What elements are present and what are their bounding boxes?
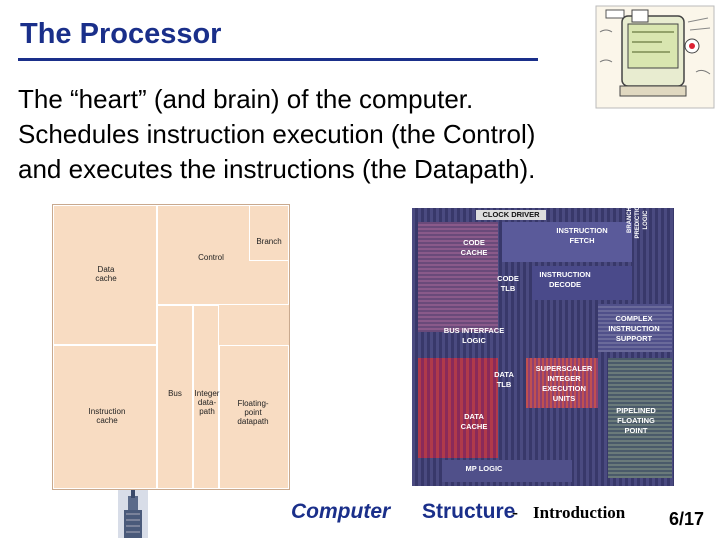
floorplan-instruction-cache-block xyxy=(53,345,157,489)
building-logo-icon xyxy=(118,490,148,538)
die-label-superscaler: SUPERSCALER INTEGER EXECUTION UNITS xyxy=(535,364,593,403)
die-mp-logic-region xyxy=(442,460,572,482)
die-superscaler-region xyxy=(526,358,598,408)
footer-introduction: Introduction xyxy=(533,503,626,522)
floorplan-integer-datapath-block xyxy=(193,305,219,489)
die-label-bus-interface-logic: BUS INTERFACE LOGIC xyxy=(443,326,505,345)
die-label-data-cache: DATA CACHE xyxy=(460,412,488,431)
label-bus: Bus xyxy=(168,389,182,398)
die-label-mp-logic: MP LOGIC xyxy=(465,464,503,473)
die-label-code-cache: CODE CACHE xyxy=(460,238,488,257)
body-line-3: and executes the instructions (the Datap… xyxy=(18,154,536,184)
title-underline xyxy=(18,58,538,61)
floorplan-branch-block xyxy=(249,205,289,261)
floorplan-data-cache-block xyxy=(53,205,157,345)
label-data-cache: Data cache xyxy=(95,265,117,283)
footer-computer: Computer xyxy=(291,500,391,523)
footer-dash: - xyxy=(512,502,518,522)
label-branch: Branch xyxy=(256,237,282,246)
die-label-clock-driver: CLOCK DRIVER xyxy=(476,210,546,220)
die-decode-region xyxy=(532,266,632,300)
die-label-instruction-decode: INSTRUCTION DECODE xyxy=(539,270,591,289)
floorplan-fp-datapath-block xyxy=(219,345,289,489)
label-instruction-cache: Instruction cache xyxy=(88,407,126,425)
label-floating-point-datapath: Floating- point datapath xyxy=(237,399,269,426)
die-fetch-region xyxy=(502,222,632,262)
die-data-cache-region xyxy=(418,358,498,458)
body-line-1: The “heart” (and brain) of the computer. xyxy=(18,84,474,114)
die-label-code-tlb: CODE TLB xyxy=(497,274,519,293)
die-label-pipelined-floating-point: PIPELINED FLOATING POINT xyxy=(616,406,656,435)
page-number: 6/17 xyxy=(669,509,705,529)
die-complex-region xyxy=(598,304,672,352)
die-label-branch-prediction: BRANCH PREDICTION LOGIC xyxy=(627,208,649,239)
die-label-complex-instruction-support: COMPLEX INSTRUCTION SUPPORT xyxy=(608,314,660,343)
body-line-2: Schedules instruction execution (the Con… xyxy=(18,119,536,149)
slide-title: The Processor xyxy=(20,18,222,50)
label-integer-datapath: Integer data- path xyxy=(194,389,220,416)
die-fpu-region xyxy=(608,358,672,478)
processor-die-photo: CLOCK DRIVER INSTRUCTION FETCH CODE CACH… xyxy=(412,208,674,486)
die-label-data-tlb: DATA TLB xyxy=(494,370,514,389)
label-control: Control xyxy=(198,253,224,262)
die-code-cache-region xyxy=(418,222,498,332)
floorplan-bus-block xyxy=(157,305,193,489)
footer-structure: Structure xyxy=(422,500,516,523)
processor-floorplan-diagram: Data cache Control Branch Instruction ca… xyxy=(52,204,290,490)
slide-body: The “heart” (and brain) of the computer.… xyxy=(18,82,698,187)
die-label-instruction-fetch: INSTRUCTION FETCH xyxy=(556,226,608,245)
computer-clipart-image xyxy=(595,5,715,109)
